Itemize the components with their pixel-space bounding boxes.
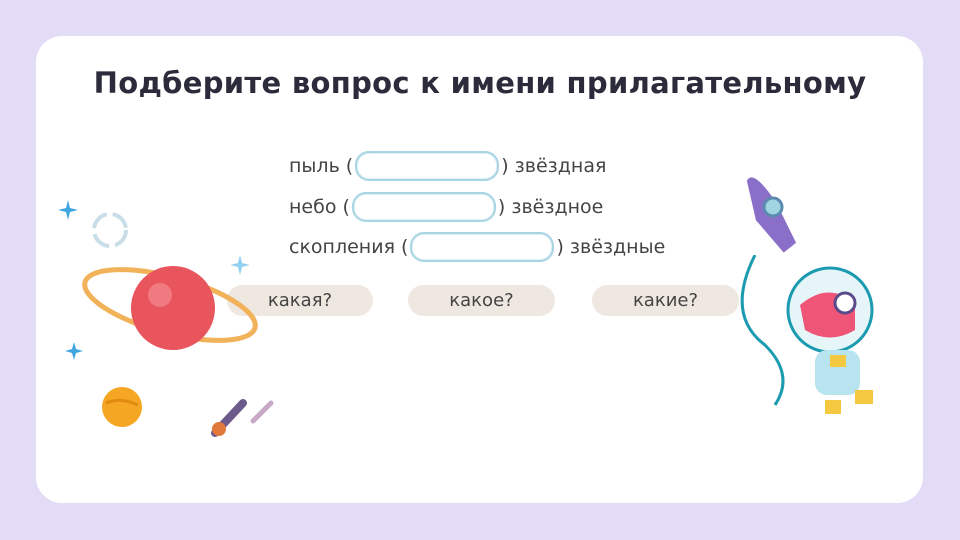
adjective-label: ) звёздное bbox=[497, 196, 604, 218]
rocket-icon bbox=[746, 177, 797, 253]
phrase-row-3: скопления ( ) звёздные bbox=[289, 231, 665, 263]
galaxy-icon bbox=[92, 212, 128, 248]
noun-label: пыль ( bbox=[289, 155, 354, 177]
answer-drop-box-2[interactable] bbox=[351, 192, 496, 222]
noun-label: скопления ( bbox=[289, 236, 409, 258]
answer-drop-box-1[interactable] bbox=[355, 151, 500, 181]
noun-label: небо ( bbox=[289, 196, 350, 218]
adjective-label: ) звёздная bbox=[501, 155, 607, 177]
answer-drop-box-3[interactable] bbox=[410, 232, 555, 262]
planet-ring-icon bbox=[82, 266, 258, 350]
phrase-row-2: небо ( ) звёздное bbox=[289, 191, 603, 223]
sparkle-icon bbox=[65, 342, 83, 360]
small-planet-icon bbox=[102, 387, 142, 427]
astronaut-dino-icon bbox=[740, 255, 874, 414]
adjective-label: ) звёздные bbox=[556, 236, 666, 258]
meteor-icon bbox=[211, 399, 274, 437]
option-kakie[interactable]: какие? bbox=[592, 285, 739, 316]
sparkle-icon bbox=[230, 255, 250, 275]
sparkle-icon bbox=[58, 200, 78, 220]
option-kakaya[interactable]: какая? bbox=[227, 285, 373, 316]
phrase-row-1: пыль ( ) звёздная bbox=[289, 150, 606, 182]
page-title: Подберите вопрос к имени прилагательному bbox=[93, 66, 867, 100]
option-kakoe[interactable]: какое? bbox=[408, 285, 555, 316]
